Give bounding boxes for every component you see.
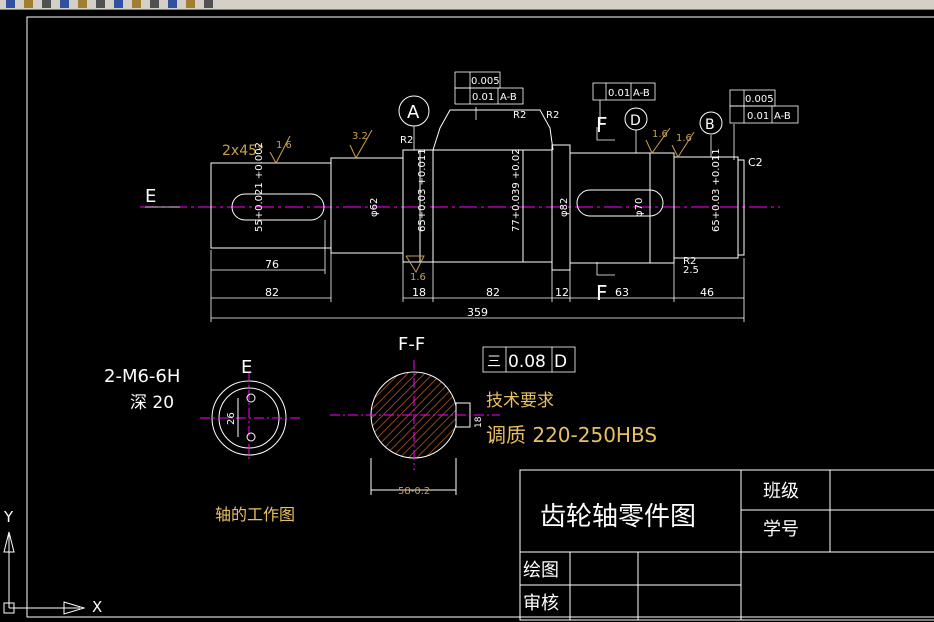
dim-v-65b: 65+0.03 +0.011 — [711, 148, 722, 232]
gdt2-tol: 0.01 — [608, 88, 630, 99]
dim-82b: 82 — [486, 286, 500, 299]
dim-12: 12 — [555, 286, 569, 299]
zoom-icon[interactable] — [150, 0, 159, 8]
gdt4-ref: D — [554, 352, 567, 372]
view-caption: 轴的工作图 — [215, 505, 295, 524]
gdt4-symbol: 三 — [487, 354, 501, 370]
student-no-label: 学号 — [763, 519, 799, 540]
title-block — [519, 469, 934, 621]
section-E-label: E — [145, 186, 156, 207]
gdt-frames — [454, 71, 799, 373]
ucs-icon — [3, 531, 86, 615]
chamfer-left: 2x45° — [222, 143, 264, 159]
print-icon[interactable] — [60, 0, 69, 8]
gdt1-tol: 0.01 — [472, 92, 494, 103]
dimension-lines — [145, 100, 745, 322]
gdt3-tol: 0.01 — [747, 111, 769, 122]
drawing-frame — [26, 16, 934, 618]
view-E — [200, 372, 300, 462]
dim-63: 63 — [615, 286, 629, 299]
section-width: 58-0.2 — [398, 486, 430, 497]
gdt1-ref: A-B — [500, 92, 517, 103]
roughness-3: 1.6 — [410, 272, 426, 283]
toolbar — [0, 0, 934, 10]
dim-46: 46 — [700, 286, 714, 299]
review-label: 审核 — [523, 593, 559, 614]
drawing-canvas[interactable]: E F F A D B 2x45° C2 1.6 3.2 1.6 1.6 1.6… — [0, 10, 934, 622]
dim-v-77: 77+0.039 +0.02 — [511, 148, 522, 232]
roughness-2: 3.2 — [352, 131, 368, 142]
properties-icon[interactable] — [132, 0, 141, 8]
pan-icon[interactable] — [168, 0, 177, 8]
gdt2-ref: A-B — [633, 88, 650, 99]
datum-A-label: A — [407, 102, 420, 123]
dim-26: 26 — [226, 412, 237, 425]
gdt1-row1: 0.005 — [471, 76, 500, 87]
gdt4-tol: 0.08 — [508, 352, 546, 372]
radius-3: R2 — [546, 110, 559, 121]
gdt3-row1: 0.005 — [745, 94, 774, 105]
drawn-label: 绘图 — [523, 560, 559, 581]
undo-icon[interactable] — [78, 0, 87, 8]
shaft-outline — [210, 109, 745, 271]
datum-circles — [398, 95, 723, 135]
match-icon[interactable] — [186, 0, 195, 8]
keyway-depth: 18 — [474, 416, 484, 428]
tech-title: 技术要求 — [486, 391, 554, 411]
datum-B-label: B — [705, 117, 715, 133]
layer-icon[interactable] — [114, 0, 123, 8]
gdt3-ref: A-B — [774, 111, 791, 122]
dim-v-55: 55+0.021 +0.002 — [254, 142, 265, 232]
roughness-symbols — [269, 127, 695, 274]
radius-2: R2 — [513, 110, 526, 121]
radius-1: R2 — [400, 135, 413, 146]
section-FF — [330, 360, 500, 495]
part-name: 齿轮轴零件图 — [540, 502, 696, 532]
dim-18: 18 — [412, 286, 426, 299]
redo-icon[interactable] — [96, 0, 105, 8]
open-icon[interactable] — [24, 0, 33, 8]
save-icon[interactable] — [42, 0, 51, 8]
new-icon[interactable] — [6, 0, 15, 8]
depth-label: 深 20 — [130, 393, 174, 413]
ucs-y-label: Y — [3, 508, 14, 526]
chamfer-right: C2 — [748, 156, 763, 169]
help-icon[interactable] — [204, 0, 213, 8]
roughness-1: 1.6 — [276, 140, 292, 151]
tech-body: 调质 220-250HBS — [486, 423, 657, 447]
section-title: F-F — [398, 334, 425, 355]
radius-4: R2 — [683, 256, 696, 267]
dim-359: 359 — [467, 306, 488, 319]
section-F-bottom-label: F — [596, 281, 608, 305]
dim-2-5: 2.5 — [683, 265, 699, 276]
view-E-label: E — [241, 357, 252, 378]
dim-v-62: φ62 — [369, 198, 380, 217]
thread-label: 2-M6-6H — [104, 366, 180, 387]
section-F-top-label: F — [596, 113, 608, 137]
roughness-5: 1.6 — [676, 133, 692, 144]
ucs-x-label: X — [92, 598, 102, 616]
dim-v-82: φ82 — [559, 198, 570, 217]
roughness-4: 1.6 — [652, 129, 668, 140]
dim-82a: 82 — [265, 286, 279, 299]
class-label: 班级 — [763, 481, 799, 502]
dim-v-70: φ70 — [634, 198, 645, 217]
dim-76: 76 — [265, 258, 279, 271]
dim-v-65a: 65+0.03 +0.011 — [417, 148, 428, 232]
datum-D-label: D — [630, 113, 641, 129]
